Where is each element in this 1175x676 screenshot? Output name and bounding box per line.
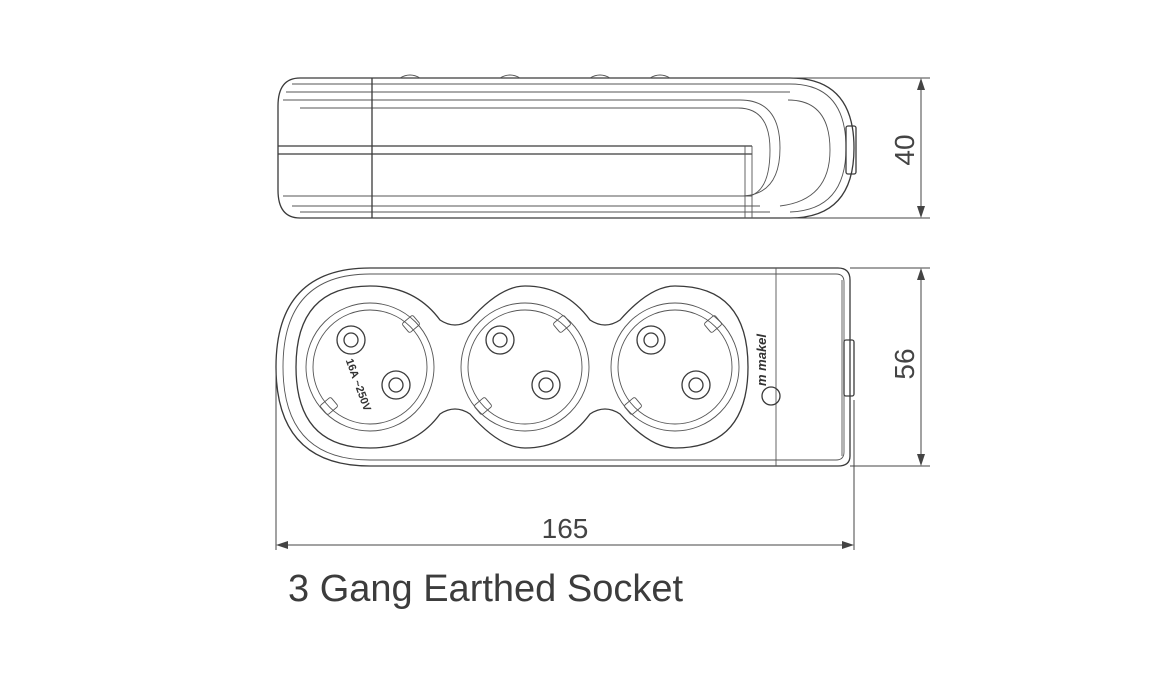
length-dimension: 165 [275,370,855,550]
rating-label: 16A ~250V [343,357,373,413]
height-dimension-label: 40 [889,134,920,165]
brand-logo: m makel [754,334,781,406]
socket-2 [460,302,590,432]
side-view [277,74,857,219]
width-dimension: 56 [850,267,930,467]
socket-3 [610,302,740,432]
length-dimension-label: 165 [542,513,589,544]
product-caption: 3 Gang Earthed Socket [288,568,684,610]
top-view [275,267,855,467]
height-dimension: 40 [780,77,930,219]
width-dimension-label: 56 [889,348,920,379]
brand-label: m makel [754,334,769,386]
socket-1: 16A ~250V [305,302,435,432]
